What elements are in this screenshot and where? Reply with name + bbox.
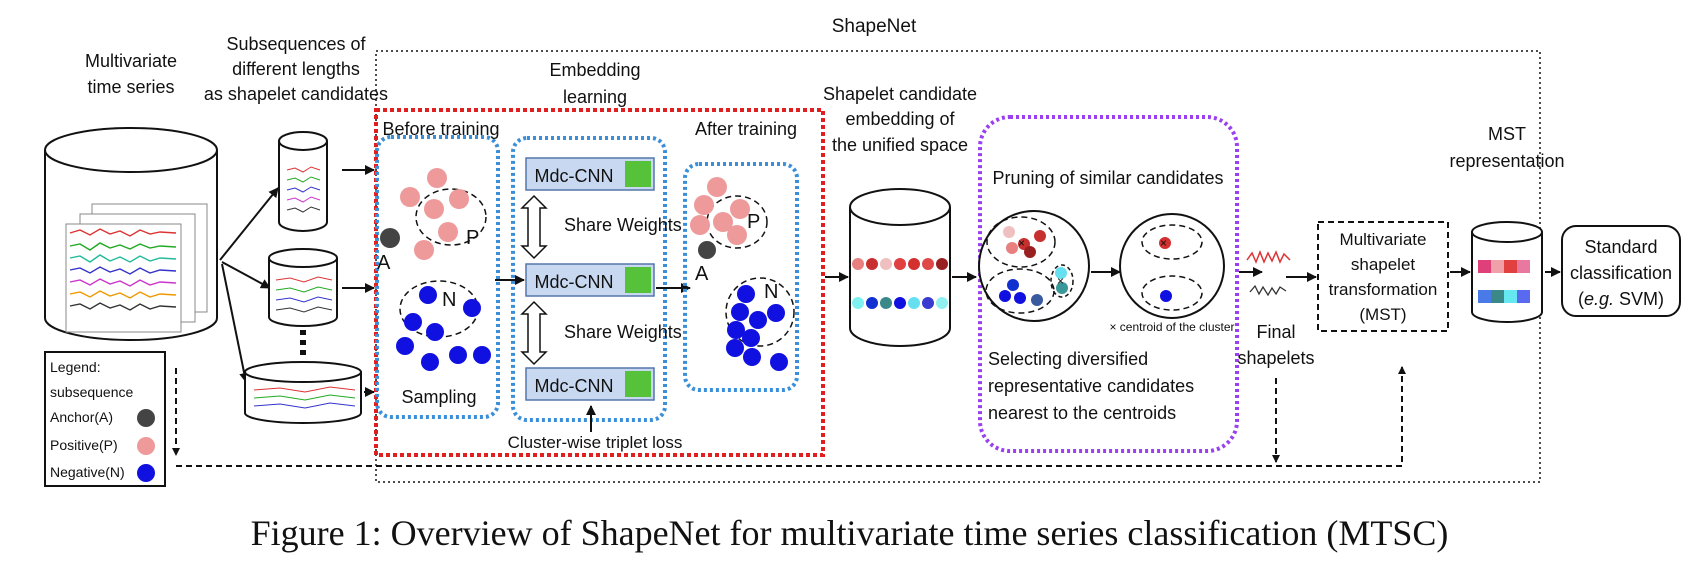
cnn-block-1: Mdc-CNN <box>525 157 655 191</box>
shapenet-frame <box>375 50 1541 483</box>
subseq-label-3: as shapelet candidates <box>204 84 388 104</box>
figure-caption: Figure 1: Overview of ShapeNet for multi… <box>250 513 1449 553</box>
mst-box <box>1317 221 1449 332</box>
cnn-label-1: Mdc-CNN <box>535 166 614 186</box>
embedding-frame <box>374 108 825 457</box>
diagram-canvas: ShapeNet Multivariate time series Subseq… <box>44 16 1681 487</box>
select-label-1: Selecting diversified <box>988 349 1148 369</box>
share-weights-label-1: Share Weights <box>564 215 682 235</box>
shapenet-diagram: ShapeNet Multivariate time series Subseq… <box>44 16 1681 487</box>
legend-anchor-label: Anchor(A) <box>50 409 113 425</box>
legend-subtitle: subsequence <box>50 384 134 400</box>
unified-label-3: the unified space <box>832 135 968 155</box>
unified-label-1: Shapelet candidate <box>823 84 977 104</box>
subsequence-database-3 <box>244 361 362 424</box>
embedding-label-2: learning <box>563 87 627 107</box>
svg-text:×: × <box>1018 236 1025 250</box>
share-arrow-2 <box>520 300 548 366</box>
input-label-1: Multivariate <box>85 51 177 71</box>
classification-line-2: classification <box>1570 263 1672 283</box>
share-weights-label-2: Share Weights <box>564 322 682 342</box>
triplet-loss-label: Cluster-wise triplet loss <box>508 433 683 452</box>
mst-repr-label-2: representation <box>1449 151 1564 171</box>
cnn-block-2: Mdc-CNN <box>525 263 655 297</box>
subseq-label-2: different lengths <box>232 59 360 79</box>
cnn-label-2: Mdc-CNN <box>535 272 614 292</box>
select-label-2: representative candidates <box>988 376 1194 396</box>
legend-negative-dot <box>137 464 155 482</box>
cnn-column-box <box>511 136 667 422</box>
subsequence-database-1 <box>278 131 328 232</box>
mst-representation-database <box>1471 221 1543 323</box>
after-p-letter: P <box>747 211 760 233</box>
cnn-label-3: Mdc-CNN <box>535 376 614 396</box>
share-arrow-1 <box>520 194 548 260</box>
unified-label-2: embedding of <box>845 109 955 129</box>
classification-box <box>1561 225 1681 317</box>
after-a-letter: A <box>695 263 709 285</box>
select-label-3: nearest to the centroids <box>988 403 1176 423</box>
mst-line-1: Multivariate <box>1340 230 1427 249</box>
before-n-letter: N <box>442 289 456 311</box>
legend-title: Legend: <box>50 359 101 375</box>
after-n-letter: N <box>764 281 778 303</box>
mst-line-2: shapelet <box>1351 255 1416 274</box>
feedback-path <box>176 366 1406 467</box>
legend-anchor-dot <box>137 409 155 427</box>
input-database <box>44 127 218 341</box>
unified-database <box>849 188 951 347</box>
before-p-letter: P <box>466 227 479 249</box>
shapenet-title: ShapeNet <box>832 16 917 37</box>
pruning-frame <box>978 115 1239 453</box>
pruning-circle-after: × <box>1119 213 1225 319</box>
subsequence-database-2 <box>268 248 338 327</box>
final-shapelet-red <box>1246 249 1291 264</box>
mst-line-3: transformation <box>1329 280 1438 299</box>
final-shapelet-black <box>1249 284 1287 297</box>
mst-repr-label-1: MST <box>1488 124 1526 144</box>
after-training-label: After training <box>695 119 797 139</box>
embedding-label-1: Embedding <box>549 60 640 80</box>
svg-text:×: × <box>1160 236 1167 250</box>
legend-positive-label: Positive(P) <box>50 437 118 453</box>
mst-line-4: (MST) <box>1359 305 1406 324</box>
before-training-box <box>375 135 500 419</box>
cnn-block-3: Mdc-CNN <box>525 367 655 401</box>
pruning-title: Pruning of similar candidates <box>992 168 1223 188</box>
legend-positive-dot <box>137 437 155 455</box>
pruning-circle-before: × × <box>978 210 1090 322</box>
before-training-label: Before training <box>382 119 499 139</box>
classification-line-1: Standard <box>1584 237 1657 257</box>
final-label-1: Final <box>1256 322 1295 342</box>
svg-text:×: × <box>1057 274 1064 288</box>
before-a-letter: A <box>377 252 391 274</box>
centroid-note: × centroid of the cluster <box>1109 320 1234 334</box>
legend-negative-label: Negative(N) <box>50 464 125 480</box>
subseq-label-1: Subsequences of <box>226 34 366 54</box>
sampling-label: Sampling <box>401 387 476 407</box>
classification-line-3: (e.g. SVM) <box>1578 289 1664 309</box>
input-label-2: time series <box>87 77 174 97</box>
final-label-2: shapelets <box>1237 348 1314 368</box>
after-training-box <box>683 162 799 392</box>
